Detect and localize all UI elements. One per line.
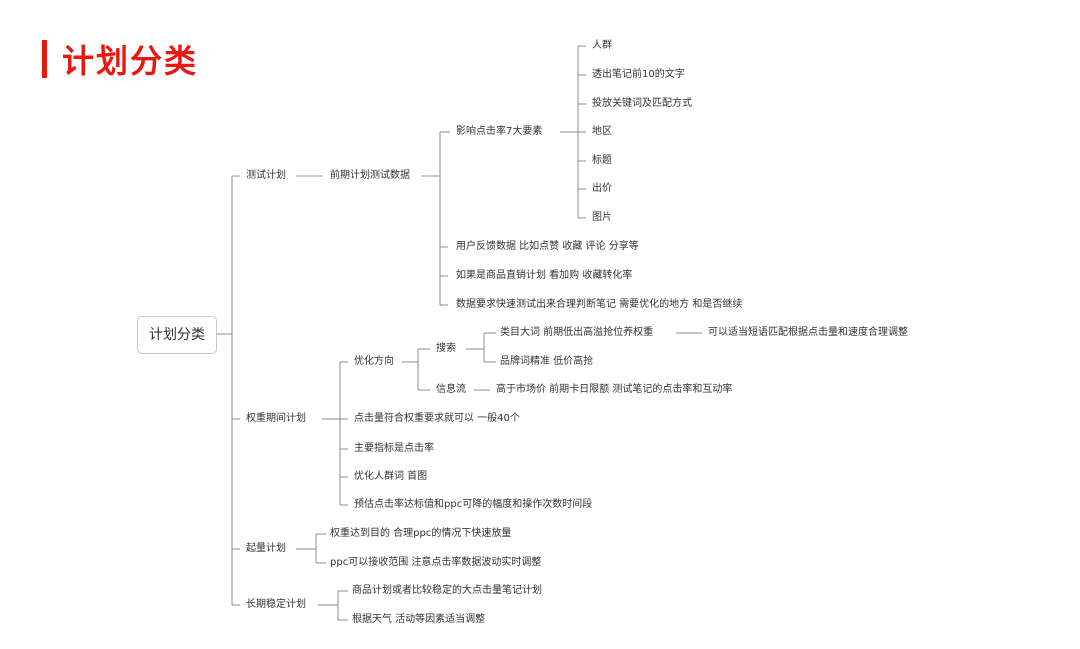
- factor-item: 透出笔记前10的文字: [592, 69, 685, 80]
- feed-node: 信息流: [436, 384, 466, 395]
- factors-node: 影响点击率7大要素: [456, 126, 543, 137]
- branch-scale-plan: 起量计划: [246, 543, 286, 554]
- branch-weight-plan: 权重期间计划: [246, 413, 306, 424]
- branch-test-plan: 测试计划: [246, 170, 286, 181]
- search-node: 搜索: [436, 343, 456, 354]
- search-big-word-note: 可以适当短语匹配根据点击量和速度合理调整: [708, 327, 908, 338]
- scale-item: 权重达到目的 合理ppc的情况下快速放量: [330, 528, 512, 539]
- test-note: 数据要求快速测试出来合理判断笔记 需要优化的地方 和是否继续: [456, 299, 743, 310]
- test-sub-node: 前期计划测试数据: [330, 170, 410, 181]
- factor-item: 投放关键词及匹配方式: [592, 98, 692, 109]
- root-node: 计划分类: [137, 316, 217, 354]
- factor-item: 出价: [592, 183, 612, 194]
- weight-item: 优化人群词 首图: [354, 471, 428, 482]
- weight-item: 点击量符合权重要求就可以 一般40个: [354, 413, 520, 424]
- title-accent-bar: [42, 40, 47, 78]
- search-big-word: 类目大词 前期低出高溢抢位养权重: [500, 327, 654, 338]
- test-note: 如果是商品直销计划 看加购 收藏转化率: [456, 270, 633, 281]
- direction-node: 优化方向: [354, 356, 394, 367]
- search-brand: 品牌词精准 低价高抢: [500, 356, 594, 367]
- page-title: 计划分类: [62, 42, 199, 80]
- feed-note: 高于市场价 前期卡日限额 测试笔记的点击率和互动率: [496, 384, 733, 395]
- factor-item: 标题: [592, 155, 612, 166]
- stable-item: 商品计划或者比较稳定的大点击量笔记计划: [352, 585, 542, 596]
- test-note: 用户反馈数据 比如点赞 收藏 评论 分享等: [456, 241, 639, 252]
- factor-item: 图片: [592, 212, 612, 223]
- branch-stable-plan: 长期稳定计划: [246, 599, 306, 610]
- stable-item: 根据天气 活动等因素适当调整: [352, 614, 486, 625]
- weight-item: 主要指标是点击率: [354, 443, 434, 454]
- weight-item: 预估点击率达标值和ppc可降的幅度和操作次数时间段: [354, 499, 593, 510]
- scale-item: ppc可以接收范围 注意点击率数据波动实时调整: [330, 557, 542, 568]
- factor-item: 人群: [592, 40, 612, 51]
- factor-item: 地区: [592, 126, 612, 137]
